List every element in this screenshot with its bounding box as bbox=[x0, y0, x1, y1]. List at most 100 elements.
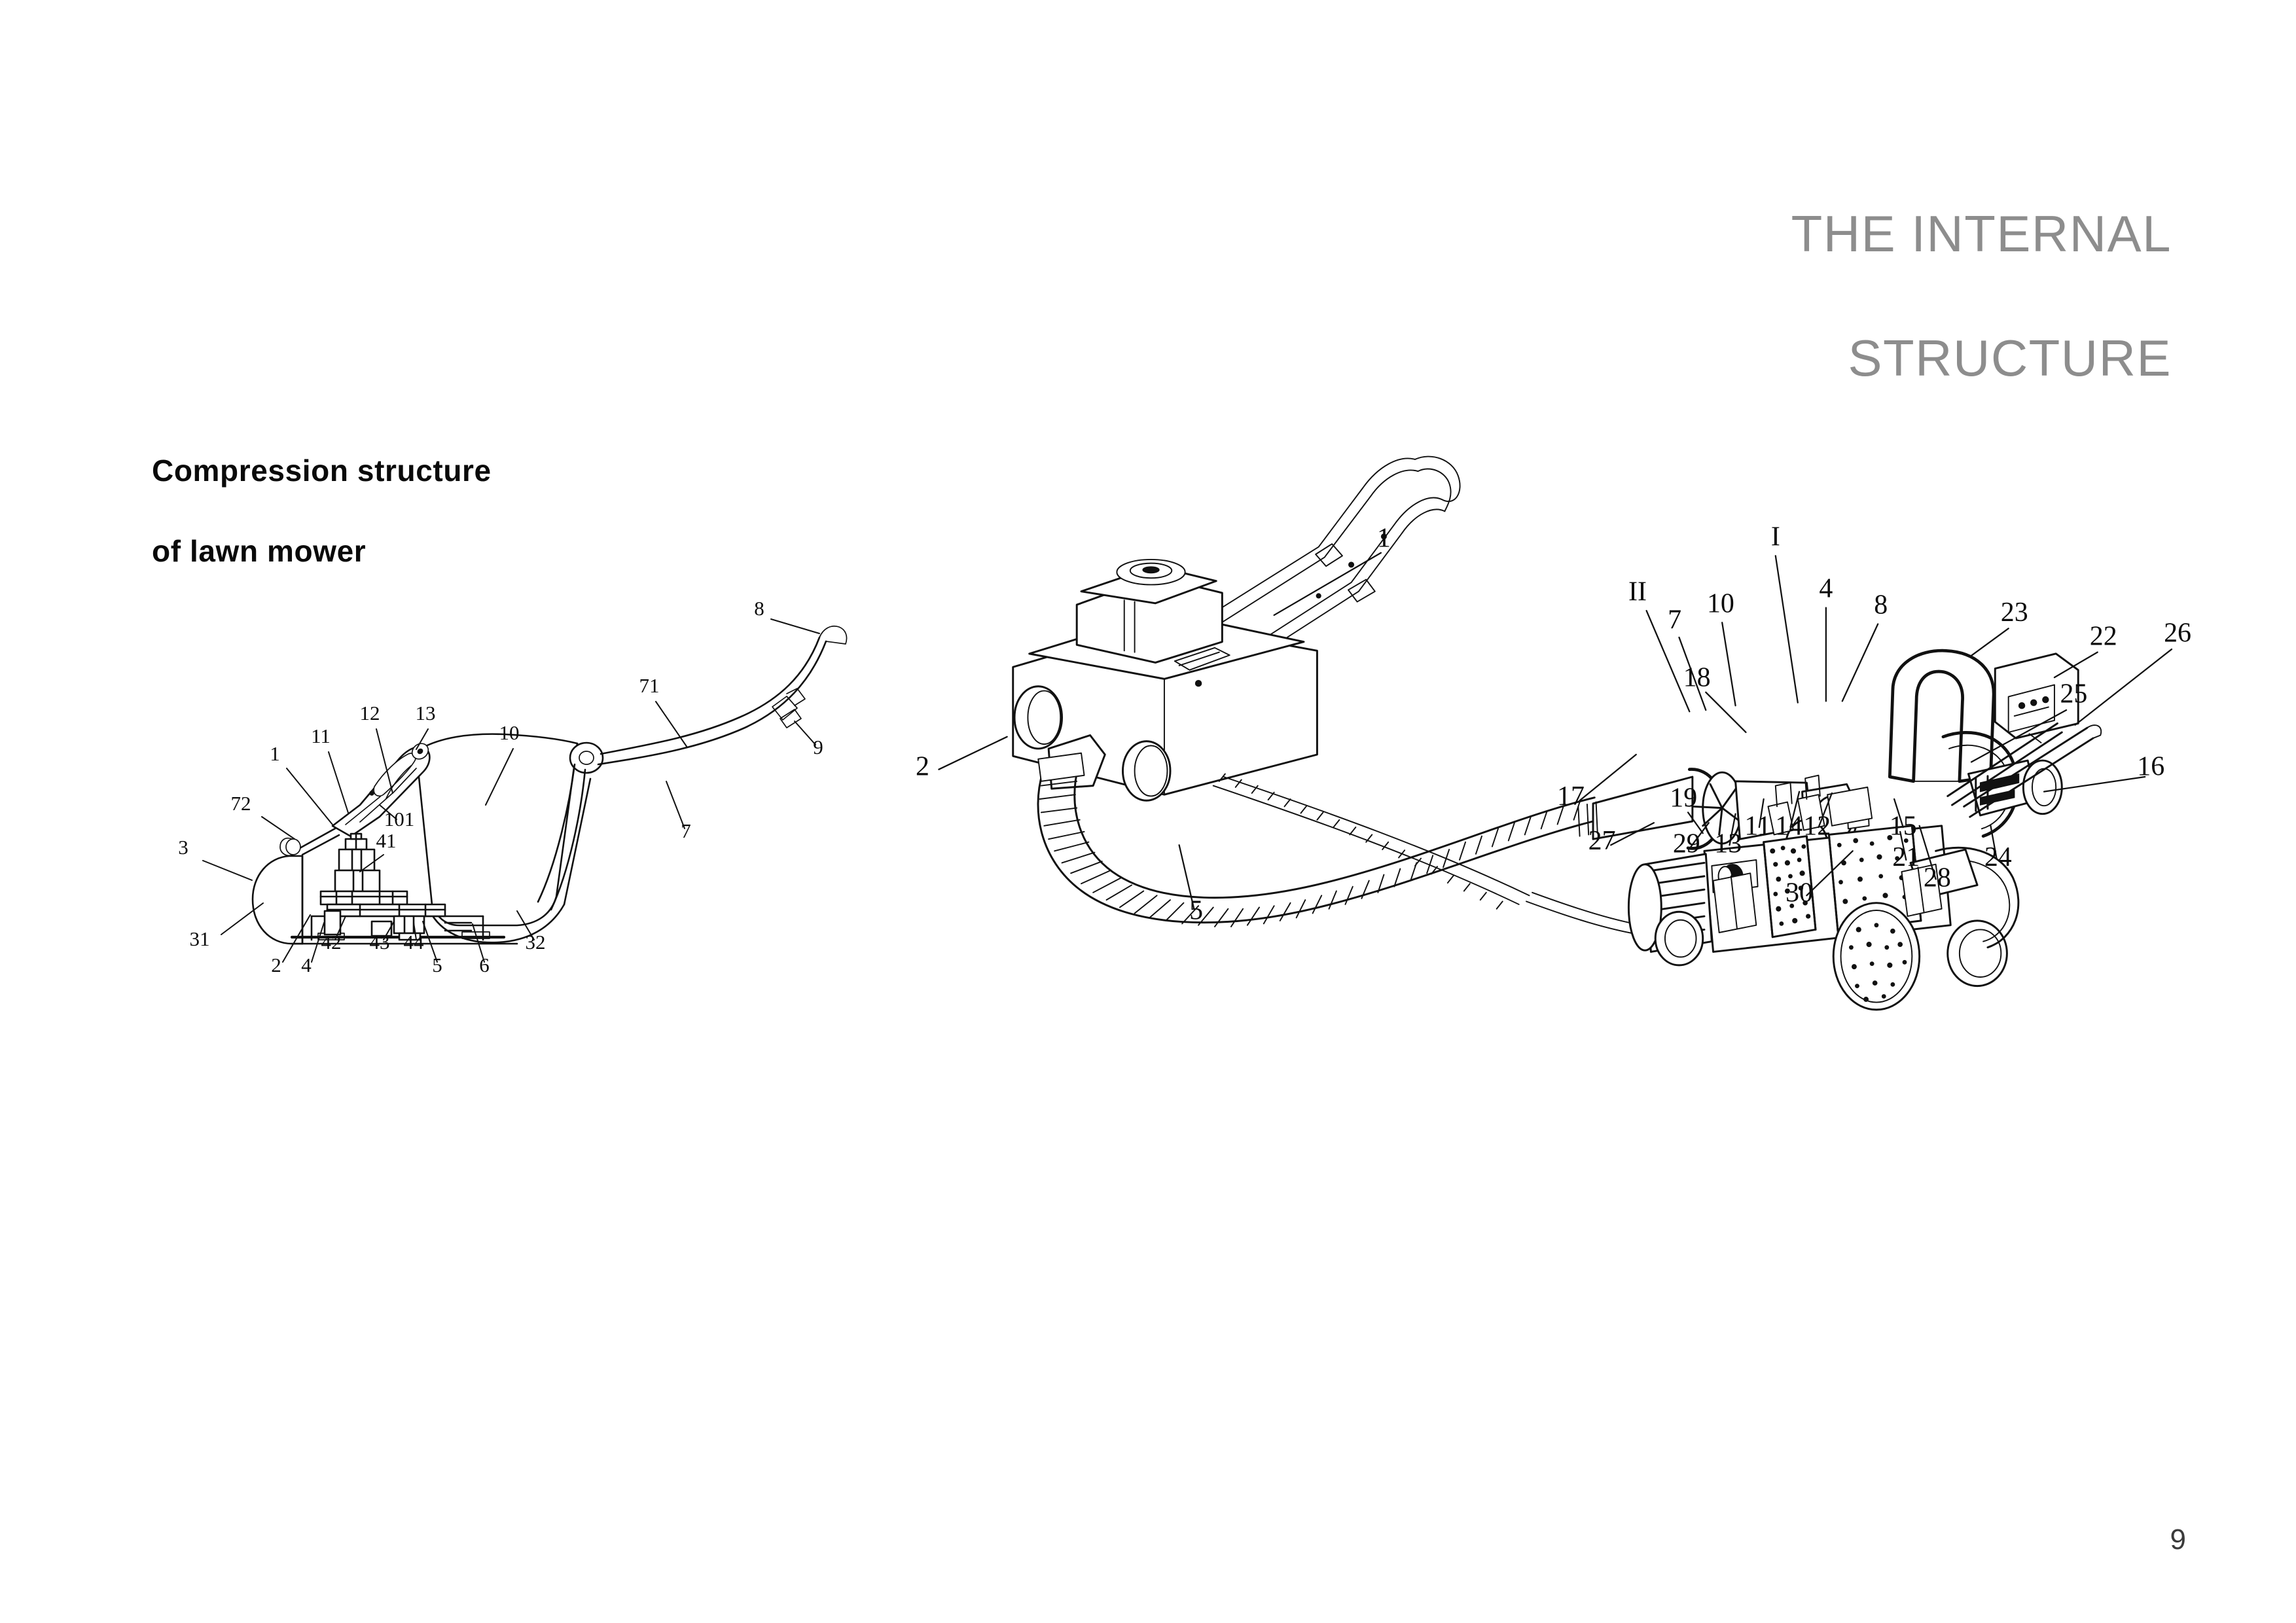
callout-label-I: I bbox=[1771, 522, 1780, 552]
intake-corrugation bbox=[1577, 801, 1598, 837]
callout-label-2: 2 bbox=[271, 954, 281, 976]
callout-leader-12 bbox=[1818, 792, 1833, 829]
callout-leader-24 bbox=[1990, 825, 1998, 859]
callout-label-12: 12 bbox=[1803, 811, 1831, 841]
callout-leader-71 bbox=[655, 701, 688, 748]
callout-label-II: II bbox=[1628, 577, 1647, 607]
callout-label-22: 22 bbox=[2090, 621, 2117, 651]
callout-leader-16 bbox=[2043, 776, 2146, 793]
callout-leader-12 bbox=[376, 728, 393, 794]
callout-leader-19 bbox=[1687, 812, 1704, 834]
callout-leader-18 bbox=[1705, 691, 1747, 734]
page-title-line-1: THE INTERNAL bbox=[1791, 205, 2172, 263]
callout-label-17: 17 bbox=[1557, 781, 1585, 812]
callout-label-7: 7 bbox=[1668, 605, 1681, 635]
flexible-corrugated-hose bbox=[1037, 752, 1596, 927]
callout-leader-10 bbox=[485, 748, 514, 806]
callout-label-12: 12 bbox=[360, 702, 380, 724]
callout-leader-1 bbox=[286, 768, 333, 825]
callout-leader-72 bbox=[261, 816, 295, 840]
callout-leader-22 bbox=[2053, 651, 2098, 679]
callout-label-13: 13 bbox=[416, 702, 436, 724]
hose-corrugations bbox=[1039, 780, 1581, 927]
callout-label-26: 26 bbox=[2164, 618, 2191, 649]
callout-label-32: 32 bbox=[526, 931, 546, 954]
callout-leader-4 bbox=[311, 922, 325, 963]
callout-leader-7 bbox=[1678, 636, 1707, 711]
callout-label-30: 30 bbox=[1785, 878, 1813, 908]
callout-leader-43 bbox=[383, 921, 395, 940]
callout-leader-42 bbox=[334, 916, 346, 940]
callout-label-27: 27 bbox=[1588, 826, 1616, 856]
carry-handle bbox=[1888, 649, 1996, 783]
callout-label-31: 31 bbox=[190, 927, 210, 950]
handle-bar bbox=[597, 625, 848, 766]
collector-support-arm bbox=[537, 763, 586, 911]
callout-label-4: 4 bbox=[301, 954, 312, 976]
callout-label-13: 13 bbox=[1714, 829, 1742, 859]
callout-leader-2 bbox=[282, 914, 311, 963]
compressor-motor-stack bbox=[319, 832, 473, 941]
section-stipple-a bbox=[1770, 844, 1811, 926]
callout-label-43: 43 bbox=[370, 931, 390, 954]
callout-label-41: 41 bbox=[376, 829, 397, 852]
callout-label-10: 10 bbox=[1707, 588, 1734, 618]
callout-label-23: 23 bbox=[2001, 597, 2028, 628]
control-lever-assembly bbox=[331, 743, 431, 838]
callout-leader-5 bbox=[1178, 844, 1195, 910]
callout-leader-30 bbox=[1806, 850, 1854, 897]
callout-label-11: 11 bbox=[1744, 811, 1770, 841]
callout-leader-31 bbox=[221, 902, 264, 935]
callout-leader-44 bbox=[413, 922, 417, 940]
connecting-rod bbox=[279, 827, 340, 857]
callout-label-4: 4 bbox=[1819, 574, 1833, 604]
callout-leader-11 bbox=[1758, 798, 1765, 829]
page-title-line-2: STRUCTURE bbox=[1848, 329, 2172, 387]
callout-label-1: 1 bbox=[1377, 524, 1391, 554]
callout-label-19: 19 bbox=[1670, 783, 1697, 813]
callout-leader-5 bbox=[422, 921, 438, 963]
callout-leader-13 bbox=[416, 728, 429, 750]
callout-label-6: 6 bbox=[479, 954, 490, 976]
callout-label-15: 15 bbox=[1890, 811, 1917, 841]
callout-label-10: 10 bbox=[499, 721, 520, 744]
section-caption: Compression structure of lawn mower bbox=[152, 411, 492, 611]
section-caption-line-1: Compression structure bbox=[152, 454, 492, 488]
callout-label-8: 8 bbox=[1874, 590, 1888, 620]
callout-leader-11 bbox=[328, 751, 349, 813]
callout-label-5: 5 bbox=[432, 954, 442, 976]
callout-label-25: 25 bbox=[2060, 679, 2087, 709]
page-title: THE INTERNAL STRUCTURE bbox=[1791, 141, 2172, 452]
callout-label-9: 9 bbox=[813, 736, 823, 758]
callout-label-28: 28 bbox=[1924, 863, 1951, 893]
callout-leader-1 bbox=[1273, 552, 1382, 616]
callout-leader-8 bbox=[1841, 623, 1879, 702]
callout-leader-8 bbox=[770, 618, 820, 634]
callout-leader-6 bbox=[472, 923, 485, 963]
compression-unit bbox=[1577, 649, 2102, 1011]
section-caption-line-2: of lawn mower bbox=[152, 533, 367, 568]
callout-label-11: 11 bbox=[311, 724, 331, 747]
callout-label-14: 14 bbox=[1775, 811, 1803, 841]
spool-drum bbox=[1832, 902, 1921, 1011]
callout-leader-29 bbox=[1690, 822, 1710, 847]
callout-label-5: 5 bbox=[1189, 896, 1203, 926]
mower-body bbox=[1012, 558, 1318, 802]
callout-leader-10 bbox=[1721, 622, 1736, 707]
callout-leader-15 bbox=[1893, 798, 1904, 829]
callout-leader-28 bbox=[1918, 825, 1937, 880]
mower-unit-perspective bbox=[1012, 455, 1461, 802]
callout-leader-32 bbox=[516, 910, 535, 940]
callout-label-18: 18 bbox=[1683, 663, 1711, 693]
callout-label-2: 2 bbox=[916, 752, 929, 782]
callout-label-44: 44 bbox=[404, 931, 425, 954]
page-number: 9 bbox=[2170, 1524, 2186, 1556]
callout-leader-23 bbox=[1969, 628, 2009, 658]
fan-blades bbox=[1691, 783, 1741, 836]
callout-label-3: 3 bbox=[178, 836, 188, 859]
callout-label-29: 29 bbox=[1673, 829, 1700, 859]
callout-label-101: 101 bbox=[384, 808, 415, 830]
